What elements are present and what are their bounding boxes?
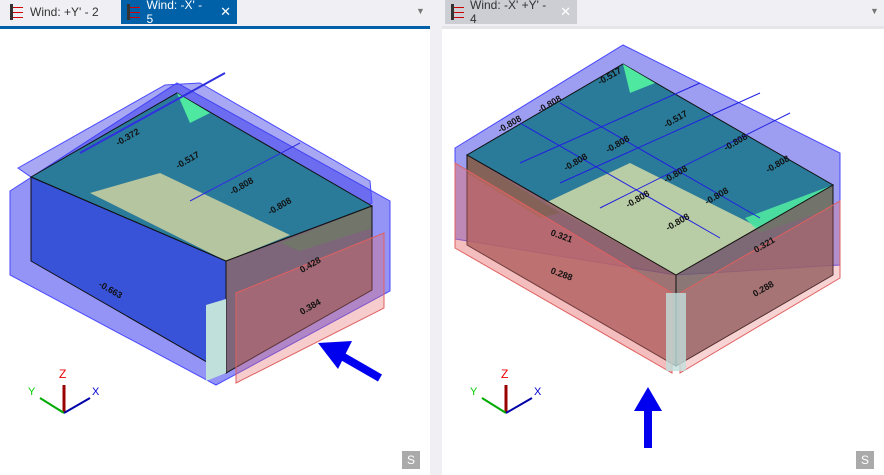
left-view-pane: Wind: +Y' - 2 Wind: -X' - 5 ✕ ▼ -0.372 -… xyxy=(0,0,430,475)
left-tab-bar: Wind: +Y' - 2 Wind: -X' - 5 ✕ ▼ xyxy=(0,0,430,26)
model-edge xyxy=(189,142,301,202)
pressure-box xyxy=(235,232,385,384)
model-edge xyxy=(634,387,662,411)
roof-yellow xyxy=(90,173,290,261)
model-edge xyxy=(519,122,721,239)
roof-yellow xyxy=(545,163,760,275)
tab-label: Wind: -X' +Y' - 4 xyxy=(470,0,547,26)
tab-list-dropdown-icon[interactable]: ▼ xyxy=(416,6,425,16)
wind-load-icon xyxy=(127,4,141,20)
model-edge xyxy=(599,112,791,209)
roof-green xyxy=(623,64,655,93)
tab-label: Wind: -X' - 5 xyxy=(146,0,203,26)
axis-triad: Z Y X xyxy=(470,367,542,414)
axis-z-label: Z xyxy=(501,367,508,381)
model-edge xyxy=(338,351,382,382)
s-button[interactable]: S xyxy=(402,451,420,469)
model-edge xyxy=(79,72,226,154)
wind-direction-arrow xyxy=(318,341,382,382)
axis-y-label: Y xyxy=(470,386,478,398)
model-edge xyxy=(559,92,761,184)
right-tab-bar: Wind: -X' +Y' - 4 ✕ ▼ xyxy=(442,0,884,26)
axis-y-label: Y xyxy=(28,386,36,398)
corner-strip xyxy=(666,293,686,371)
wind-load-icon xyxy=(451,4,464,20)
close-icon[interactable]: ✕ xyxy=(220,4,231,19)
model-edge xyxy=(519,82,701,164)
tab-wind-plus-y[interactable]: Wind: +Y' - 2 xyxy=(4,0,120,24)
right-view-pane: Wind: -X' +Y' - 4 ✕ ▼ -0.517 -0.517 -0.8… xyxy=(442,0,884,475)
model-edge xyxy=(505,397,533,414)
axis-triad: Z Y X xyxy=(28,367,100,414)
wind-load-icon xyxy=(10,4,24,20)
model-edge xyxy=(481,397,507,414)
model-edge xyxy=(559,102,761,219)
axis-x-label: X xyxy=(92,386,100,398)
tab-wind-minus-x-plus-y[interactable]: Wind: -X' +Y' - 4 ✕ xyxy=(445,0,577,26)
tab-label: Wind: +Y' - 2 xyxy=(30,5,99,19)
model-render-right: -0.517 -0.517 -0.808 -0.808 -0.808 -0.80… xyxy=(454,44,841,448)
tab-wind-minus-x[interactable]: Wind: -X' - 5 ✕ xyxy=(121,0,237,26)
axis-z-label: Z xyxy=(59,367,66,381)
wind-direction-arrow xyxy=(634,387,662,448)
3d-viewport-left[interactable]: -0.372 -0.517 -0.808 -0.808 -0.663 0.428… xyxy=(0,26,430,475)
model-edge xyxy=(39,397,65,414)
tab-list-dropdown-icon[interactable]: ▼ xyxy=(870,6,879,16)
model-render-left: -0.372 -0.517 -0.808 -0.808 -0.663 0.428… xyxy=(9,72,391,414)
roof-right-strip xyxy=(745,185,833,233)
close-icon[interactable]: ✕ xyxy=(560,4,571,19)
model-edge xyxy=(318,341,352,369)
pressure-box-left xyxy=(454,162,673,374)
corner-strip xyxy=(206,299,226,381)
axis-x-label: X xyxy=(534,386,542,398)
roof-green xyxy=(177,93,210,123)
model-edge xyxy=(63,397,91,414)
s-button[interactable]: S xyxy=(856,451,874,469)
3d-viewport-right[interactable]: -0.517 -0.517 -0.808 -0.808 -0.808 -0.80… xyxy=(442,26,884,475)
